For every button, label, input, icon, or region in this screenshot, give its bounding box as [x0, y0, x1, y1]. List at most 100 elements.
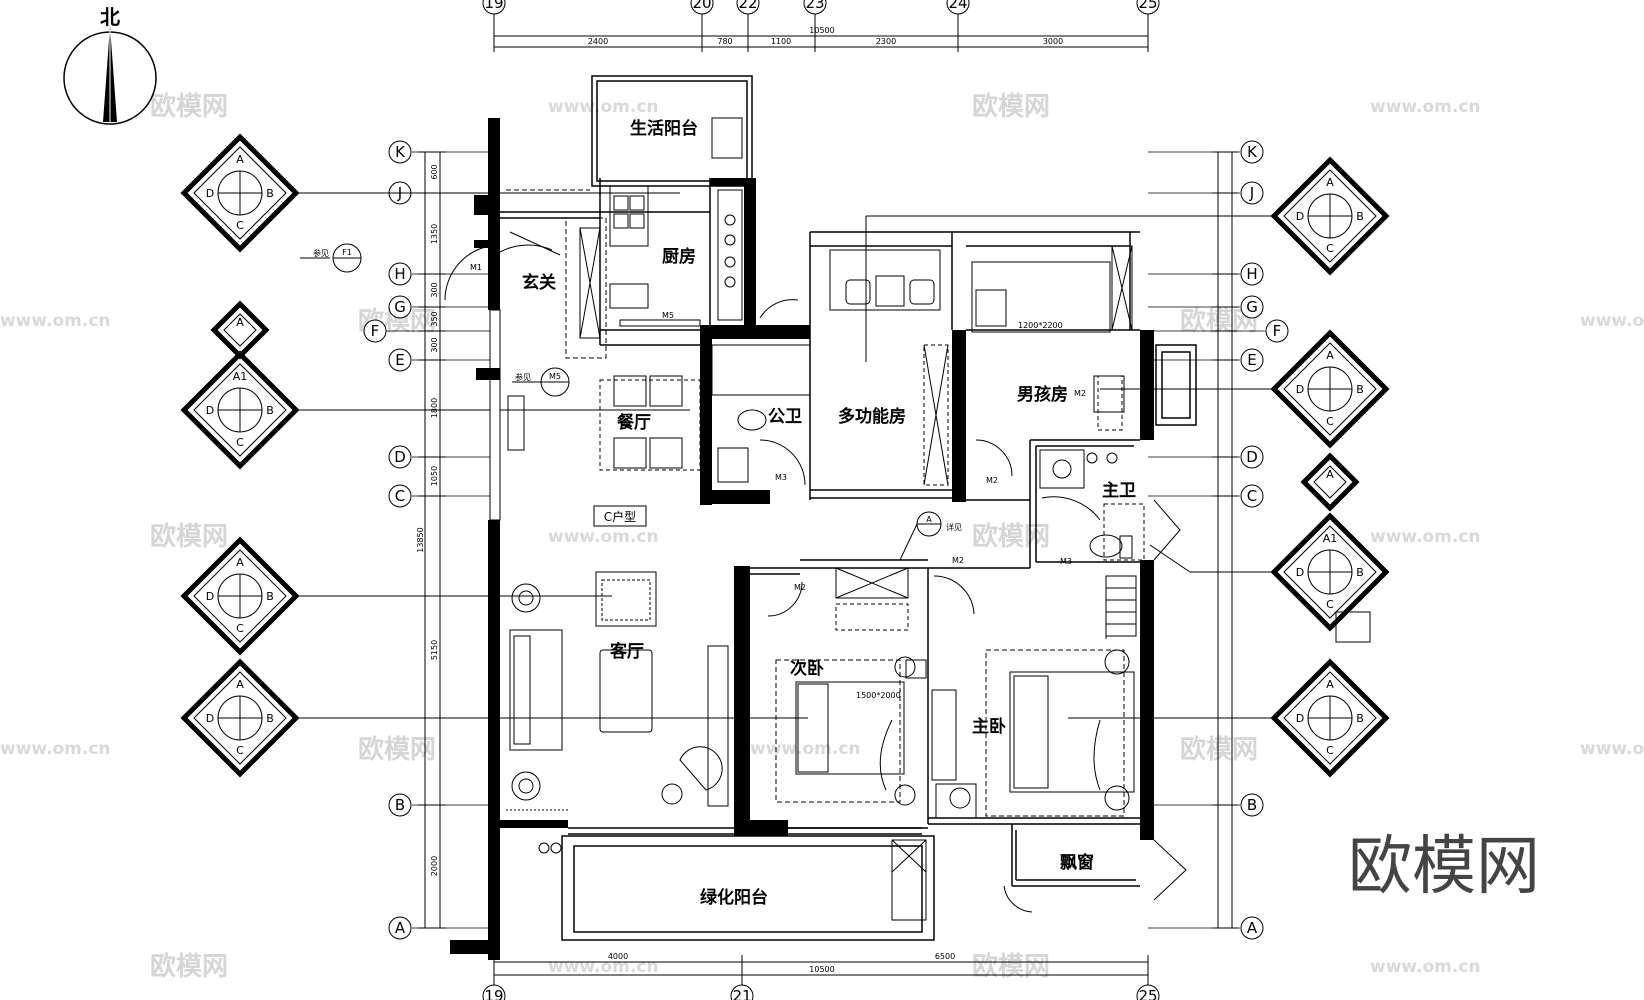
- elevation-symbol-letter: D: [1296, 210, 1304, 223]
- elevation-symbol-letter: A1: [1323, 532, 1338, 545]
- axis-label: D: [394, 448, 406, 466]
- wall: [1140, 330, 1154, 440]
- elevation-symbol-letter: A: [236, 678, 244, 691]
- room-label-master-bath: 主卫: [1102, 480, 1136, 501]
- dim-left: 600: [430, 164, 439, 179]
- entry-door-arc: [444, 231, 561, 301]
- axis-label: H: [1246, 265, 1257, 283]
- wall: [450, 940, 500, 954]
- axis-label: G: [1246, 298, 1258, 316]
- axis-label: F: [1273, 322, 1282, 340]
- axis-label: A: [395, 919, 406, 937]
- elevation-leader-lines: [296, 192, 1274, 719]
- elevation-symbol-letter: C: [1326, 415, 1334, 428]
- elevation-symbol-letter: A: [1326, 678, 1334, 691]
- dimension-top: [493, 10, 1149, 52]
- elevation-symbol-letter: A: [236, 556, 244, 569]
- dim-top-1: 2400: [588, 37, 608, 46]
- wall: [744, 178, 756, 328]
- elevation-symbol-letter: D: [206, 712, 214, 725]
- dim-bottom-2: 6500: [935, 952, 955, 961]
- bed-size-label: 1500*2000: [856, 691, 901, 700]
- door-tag: M2: [986, 476, 998, 485]
- dim-left: 1050: [430, 466, 439, 486]
- wall: [474, 195, 488, 215]
- door-tag: M1: [470, 263, 482, 272]
- elevation-symbol-letter: B: [266, 404, 274, 417]
- wall: [952, 330, 966, 502]
- dimension-bottom: [493, 955, 1149, 990]
- elevation-symbol-letter: A: [236, 316, 244, 329]
- elevation-symbol-letter: B: [266, 187, 274, 200]
- dim-left: 1350: [430, 224, 439, 244]
- dim-left-total: 13850: [416, 527, 425, 552]
- watermark: 欧模网: [1180, 734, 1258, 765]
- dimension-right: [1212, 151, 1238, 929]
- axis-left: [363, 140, 494, 940]
- axis-bottom: 19 21 25: [482, 984, 1160, 1000]
- wall: [500, 820, 568, 828]
- unit-type-label: C户型: [604, 509, 636, 524]
- brand-watermark: 欧模网: [1348, 830, 1540, 904]
- walls: [450, 118, 1154, 960]
- dim-left: 300: [430, 337, 439, 352]
- room-label-service-balcony: 生活阳台: [630, 118, 698, 139]
- door-tag: M2: [952, 556, 964, 565]
- elevation-symbol-letter: A: [236, 153, 244, 166]
- kitchen-fixtures: [579, 117, 743, 339]
- door-tag: M5: [662, 311, 674, 320]
- room-label-foyer: 玄关: [522, 272, 556, 293]
- living-fixtures: [506, 571, 729, 811]
- wall: [1140, 560, 1154, 840]
- elevation-symbol-letter: D: [1296, 712, 1304, 725]
- watermark-url: www.om.cn: [1370, 527, 1481, 547]
- elevation-symbol: A: [210, 300, 270, 360]
- north-arrow-icon: 北: [63, 5, 157, 125]
- elevation-symbol-letter: B: [266, 712, 274, 725]
- room-labels: 生活阳台 厨房 玄关 餐厅 公卫 多功能房 男孩房 主卫 客厅 次卧 主卧 绿化…: [522, 118, 1136, 908]
- room-label-second-bed: 次卧: [790, 658, 824, 679]
- room-label-master-bed: 主卧: [972, 716, 1006, 737]
- watermark: 欧模网: [972, 91, 1050, 122]
- dim-top-total: 10500: [809, 26, 834, 35]
- axis-label: E: [395, 351, 404, 369]
- room-label-dining: 餐厅: [617, 412, 651, 433]
- room-label-public-bath: 公卫: [768, 407, 802, 427]
- elevation-symbol-letter: C: [236, 219, 244, 232]
- elevation-symbol-letter: A: [1326, 468, 1334, 481]
- dim-left: 5150: [430, 640, 439, 660]
- ref-label: 参见: [313, 248, 329, 258]
- public-bath-fixtures: [711, 344, 811, 486]
- wall: [488, 118, 500, 210]
- elevation-symbol-letter: C: [236, 622, 244, 635]
- elevation-symbol-letter: C: [1326, 242, 1334, 255]
- watermark-url: www.om.cn: [548, 97, 659, 117]
- watermark-url: www.om.cn: [548, 527, 659, 547]
- dim-left: 2000: [430, 856, 439, 876]
- watermark-url: www.om.cn: [1580, 739, 1644, 759]
- elevation-symbol-letter: A: [1326, 176, 1334, 189]
- elevation-symbol-letter: B: [266, 590, 274, 603]
- unit-type-tag: C户型: [593, 505, 647, 527]
- axis-label: F: [371, 322, 380, 340]
- master-bed-fixtures: [931, 575, 1187, 913]
- watermark-url: www.om.cn: [1370, 957, 1481, 977]
- ref-code: M5: [549, 372, 561, 381]
- reference-callout-text: 参见 F1 参见 M5 A 详见: [313, 248, 962, 532]
- axis-label: 23: [805, 0, 824, 12]
- room-label-bay-window: 飘窗: [1060, 852, 1094, 873]
- dim-bottom-1: 4000: [608, 952, 628, 961]
- foyer-fixtures: [506, 189, 607, 359]
- room-label-green-balcony: 绿化阳台: [700, 887, 768, 908]
- axis-label: 25: [1138, 0, 1157, 12]
- wall: [734, 566, 750, 836]
- dim-top-3: 1100: [771, 37, 791, 46]
- axis-label: 22: [738, 0, 757, 12]
- multi-room-fixtures: [759, 249, 949, 486]
